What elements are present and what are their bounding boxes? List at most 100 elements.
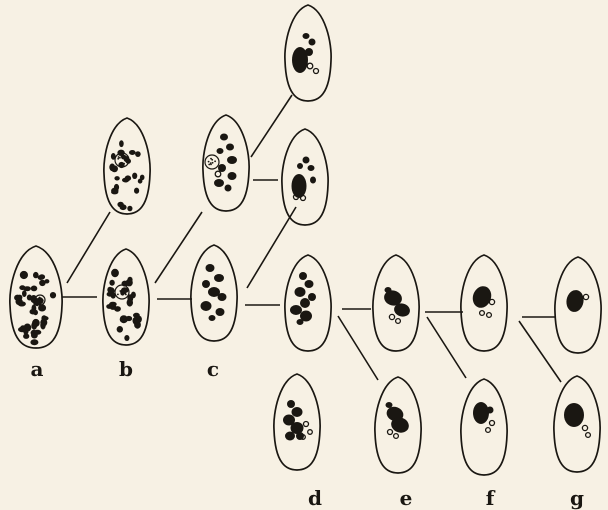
nucleus-stipple xyxy=(211,158,214,161)
vacuole xyxy=(307,429,313,435)
granule xyxy=(119,204,127,211)
connector-line-6 xyxy=(246,206,297,289)
granule xyxy=(39,279,46,287)
granule xyxy=(308,38,316,46)
cell-outline xyxy=(374,376,422,474)
vacuole xyxy=(292,193,300,201)
granule xyxy=(285,431,295,441)
cell-outline xyxy=(372,254,420,352)
granule xyxy=(214,274,224,282)
granule xyxy=(310,176,316,184)
vacuole xyxy=(299,194,307,202)
connector-line-12 xyxy=(426,316,467,379)
label-e: e xyxy=(399,486,413,510)
cell-outline xyxy=(553,375,601,473)
cell-outline xyxy=(460,378,508,476)
vacuole xyxy=(302,420,310,428)
granule xyxy=(385,402,393,408)
cell-outline xyxy=(273,373,321,471)
label-g: g xyxy=(570,486,584,510)
stippled-nucleus xyxy=(34,294,46,306)
granule xyxy=(287,400,295,408)
cell-main-d xyxy=(284,254,332,352)
vacuole xyxy=(214,170,222,178)
granule xyxy=(291,174,307,198)
granule xyxy=(224,184,232,192)
stippled-nucleus xyxy=(114,152,130,168)
vacuole xyxy=(300,434,306,440)
granule xyxy=(135,151,141,158)
granule xyxy=(384,287,392,293)
vacuole xyxy=(484,426,492,434)
connector-line-14 xyxy=(518,320,562,383)
granule xyxy=(300,310,312,322)
nucleus-stipple xyxy=(123,162,125,165)
granule xyxy=(109,279,115,286)
granule xyxy=(126,298,133,307)
nucleus-stipple xyxy=(124,292,127,295)
granule xyxy=(291,407,303,417)
granule xyxy=(305,48,313,56)
cell-outline xyxy=(460,254,508,352)
cell-main-g xyxy=(554,256,602,354)
stippled-nucleus xyxy=(114,284,130,300)
granule xyxy=(294,287,306,297)
granule xyxy=(137,178,143,184)
nucleus-stipple xyxy=(39,298,41,301)
granule xyxy=(227,172,237,180)
vacuole xyxy=(488,298,496,306)
granule xyxy=(44,279,50,284)
connector-line-4 xyxy=(154,211,203,284)
cell-outline xyxy=(202,114,250,212)
vacuole xyxy=(485,311,493,319)
granule xyxy=(33,271,39,279)
granule xyxy=(472,286,492,308)
nucleus-stipple xyxy=(214,160,217,163)
cell-outline xyxy=(9,245,63,349)
connector-line-2 xyxy=(66,211,111,284)
cell-branch-top-1 xyxy=(284,4,332,102)
granule xyxy=(308,293,316,301)
label-c: c xyxy=(206,357,220,381)
granule xyxy=(215,308,225,316)
granule xyxy=(130,291,136,299)
granule xyxy=(296,432,304,440)
granule xyxy=(41,315,47,322)
granule xyxy=(110,292,116,299)
granule xyxy=(394,303,410,317)
label-f: f xyxy=(485,486,495,510)
granule xyxy=(125,158,131,164)
granule xyxy=(300,298,310,308)
granule xyxy=(108,287,115,294)
nucleus-stipple xyxy=(211,161,214,164)
granule xyxy=(114,176,120,181)
cell-a xyxy=(9,245,63,349)
vacuole xyxy=(312,67,320,75)
nucleus-stipple xyxy=(120,291,123,294)
granule xyxy=(283,414,295,426)
cell-main-e xyxy=(372,254,420,352)
nucleus-stipple xyxy=(209,162,212,165)
granule xyxy=(129,150,136,155)
granule xyxy=(30,339,39,346)
granule xyxy=(304,280,314,288)
granule xyxy=(208,315,216,321)
granule xyxy=(214,179,224,187)
nucleus-stipple xyxy=(119,290,122,292)
granule xyxy=(116,326,124,333)
vacuole xyxy=(392,432,400,440)
granule xyxy=(205,264,215,272)
nucleus-stipple xyxy=(120,155,123,158)
vacuole xyxy=(584,431,592,439)
cell-b-upper xyxy=(103,117,151,215)
cell-outline xyxy=(103,117,151,215)
granule xyxy=(111,268,119,278)
granule xyxy=(49,292,57,299)
granule xyxy=(292,47,308,73)
granule xyxy=(109,301,117,307)
cell-outline xyxy=(102,248,150,346)
nucleus-stipple xyxy=(210,157,212,160)
granule xyxy=(391,417,409,433)
granule xyxy=(486,406,494,414)
cell-outline xyxy=(284,4,332,102)
